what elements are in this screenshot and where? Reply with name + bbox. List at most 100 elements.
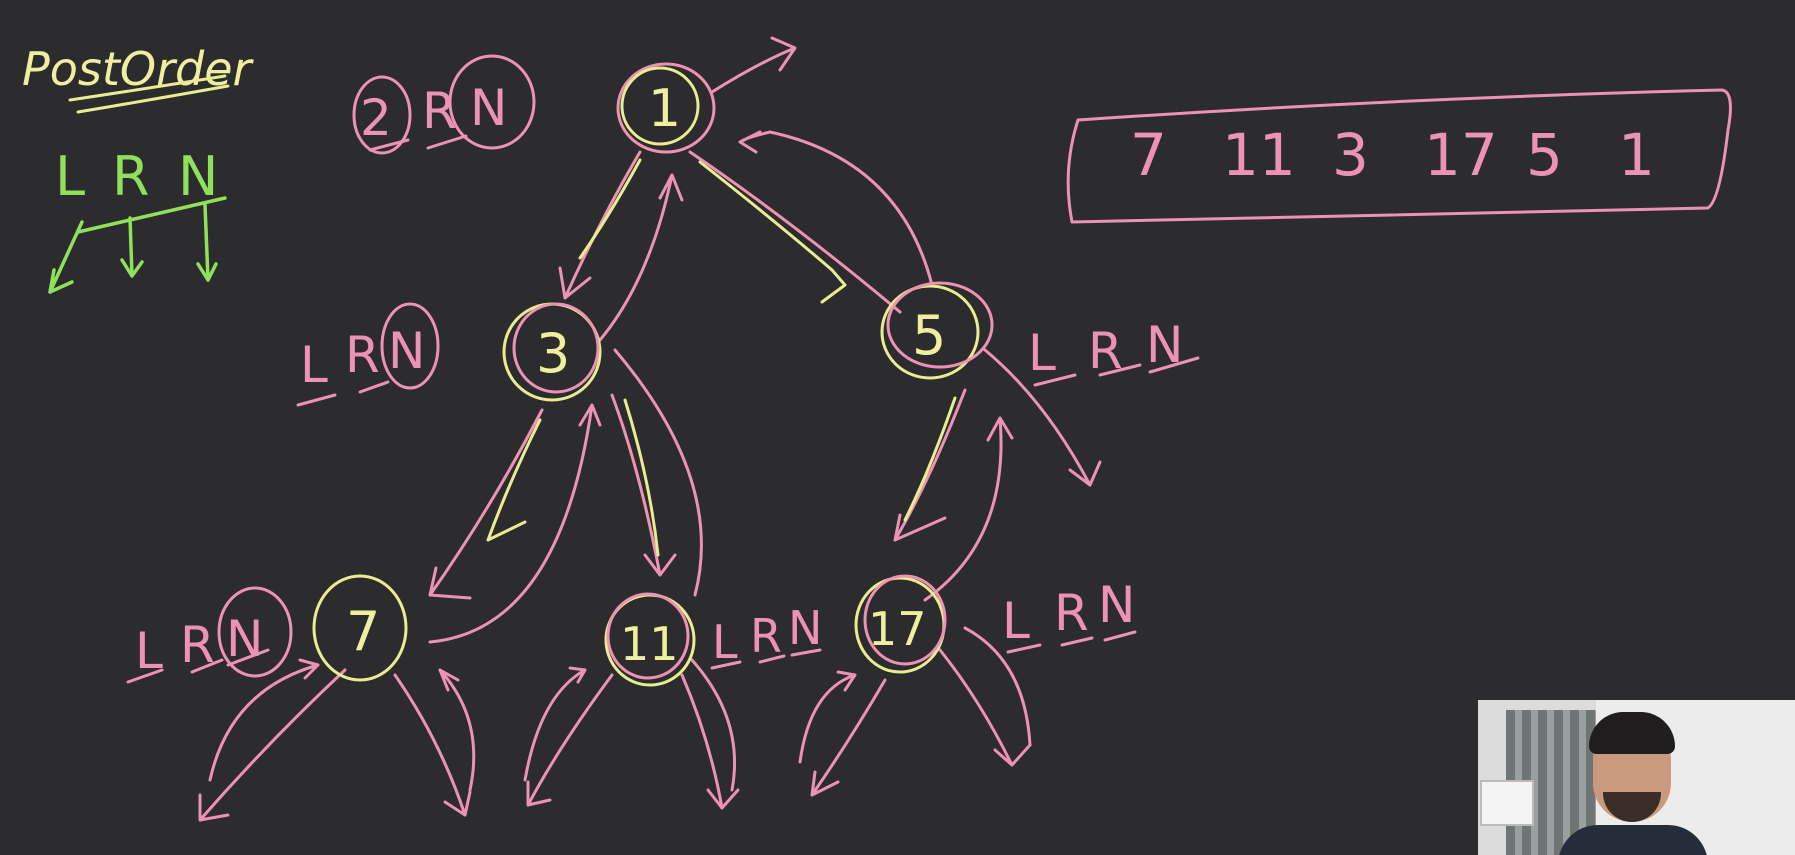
annotation-circle bbox=[448, 54, 536, 150]
presenter-hair bbox=[1589, 712, 1675, 754]
null-arrow-7-right bbox=[393, 673, 472, 817]
annotation-r: R bbox=[750, 609, 782, 663]
yellow-trace-left-leftleft bbox=[486, 418, 542, 542]
presenter-webcam bbox=[1478, 700, 1795, 855]
tree-node: 3 bbox=[502, 302, 602, 402]
annotation-l: L bbox=[1028, 324, 1056, 382]
node-circle bbox=[312, 574, 408, 682]
null-return-17-left bbox=[798, 670, 857, 764]
legend-arrow-r bbox=[120, 216, 144, 278]
yellow-trace-root-right bbox=[698, 160, 847, 304]
webcam-whiteboard bbox=[1480, 780, 1534, 826]
annotation-n: N bbox=[1098, 576, 1135, 634]
output-item: 7 bbox=[1130, 121, 1167, 189]
null-return-17-right bbox=[963, 626, 1032, 747]
output-item: 17 bbox=[1424, 121, 1498, 189]
edge-left-return bbox=[598, 173, 684, 342]
edge-root-right bbox=[688, 150, 902, 314]
null-return-7-right bbox=[438, 668, 476, 792]
node-circle bbox=[880, 284, 980, 380]
null-arrow-7-left bbox=[198, 668, 347, 822]
tree-node: 7 bbox=[312, 574, 408, 682]
null-arrow-17-left bbox=[810, 678, 887, 797]
yellow-trace-left-leftright bbox=[623, 398, 660, 557]
node-circle-outer bbox=[616, 62, 716, 154]
node-circle bbox=[620, 66, 700, 146]
output-item: 1 bbox=[1618, 121, 1655, 189]
yellow-trace-right-rightleft bbox=[903, 396, 957, 522]
annotation-underline bbox=[126, 648, 270, 684]
node-value: 1 bbox=[648, 79, 681, 139]
node-annotation: L R N bbox=[710, 601, 822, 670]
annotation-underline bbox=[368, 134, 468, 152]
edge-right-rightleft bbox=[893, 388, 967, 542]
node-value: 7 bbox=[346, 600, 380, 663]
output-item: 3 bbox=[1332, 121, 1369, 189]
edge-right-null bbox=[983, 348, 1102, 487]
presenter-shirt bbox=[1558, 825, 1708, 855]
annotation-l: L bbox=[712, 615, 738, 669]
edge-root-left bbox=[558, 150, 642, 300]
annotation-n: N bbox=[470, 79, 507, 137]
node-value: 11 bbox=[620, 617, 679, 671]
null-arrow-17-right bbox=[938, 648, 1032, 767]
node-annotation: 2 R N bbox=[352, 54, 536, 155]
edge-right-return bbox=[738, 130, 934, 287]
null-return-7-left bbox=[208, 658, 320, 782]
annotation-n: N bbox=[788, 601, 822, 655]
output-sequence-box: 7 11 3 17 5 1 bbox=[1066, 88, 1732, 224]
title-underline-2 bbox=[76, 84, 230, 114]
node-value: 3 bbox=[536, 322, 570, 385]
legend-underline bbox=[76, 196, 227, 234]
annotation-l: 2 bbox=[360, 89, 392, 147]
legend-arrow-n bbox=[196, 203, 218, 282]
annotation-r: R bbox=[345, 326, 380, 384]
legend-lrn: L R N bbox=[48, 145, 227, 294]
edge-left-leftright bbox=[610, 393, 677, 577]
tree-node: 11 bbox=[604, 592, 696, 687]
annotation-n: N bbox=[388, 322, 425, 380]
edge-leftleft-return bbox=[428, 403, 602, 644]
output-item: 5 bbox=[1526, 121, 1563, 189]
legend-r: R bbox=[112, 145, 150, 208]
node-annotation: L R N bbox=[296, 302, 440, 407]
node-value: 17 bbox=[868, 602, 927, 656]
annotation-underline bbox=[296, 380, 390, 407]
node-circle-outer bbox=[606, 592, 690, 680]
null-arrow-11-left bbox=[526, 673, 614, 807]
annotation-underline bbox=[710, 648, 822, 670]
legend-arrow-l bbox=[48, 220, 84, 294]
null-return-11-left bbox=[523, 666, 587, 782]
title-underline bbox=[68, 74, 227, 102]
annotation-underline bbox=[1006, 630, 1137, 654]
yellow-trace-root-left bbox=[578, 158, 642, 260]
annotation-circle bbox=[217, 586, 293, 678]
node-annotation: L R N bbox=[1002, 576, 1137, 654]
annotation-r: R bbox=[1054, 584, 1089, 642]
tree-node: 5 bbox=[880, 281, 994, 380]
annotation-circle bbox=[352, 75, 412, 155]
annotation-r: R bbox=[422, 82, 457, 140]
node-value: 5 bbox=[912, 304, 946, 367]
traversal-arrows bbox=[198, 36, 1102, 822]
node-circle-outer bbox=[886, 281, 994, 369]
tree-node: 17 bbox=[854, 574, 947, 674]
annotation-l: L bbox=[300, 336, 328, 394]
node-annotation: L R N bbox=[126, 586, 293, 684]
edge-leftright-return bbox=[613, 348, 703, 597]
tree-node: 1 bbox=[616, 62, 716, 154]
null-return-11-right bbox=[690, 658, 736, 792]
edge-rightleft-return bbox=[923, 416, 1014, 602]
edge-left-leftleft bbox=[428, 408, 544, 600]
annotation-underline bbox=[1033, 356, 1200, 387]
root-exit-arrow bbox=[710, 36, 797, 94]
annotation-l: L bbox=[1002, 592, 1030, 650]
node-circle-outer bbox=[512, 302, 600, 394]
annotation-circle bbox=[380, 302, 440, 390]
output-item: 11 bbox=[1222, 121, 1296, 189]
null-arrow-11-right bbox=[680, 673, 740, 810]
legend-l: L bbox=[55, 145, 85, 208]
node-annotation: L R N bbox=[1028, 316, 1200, 387]
